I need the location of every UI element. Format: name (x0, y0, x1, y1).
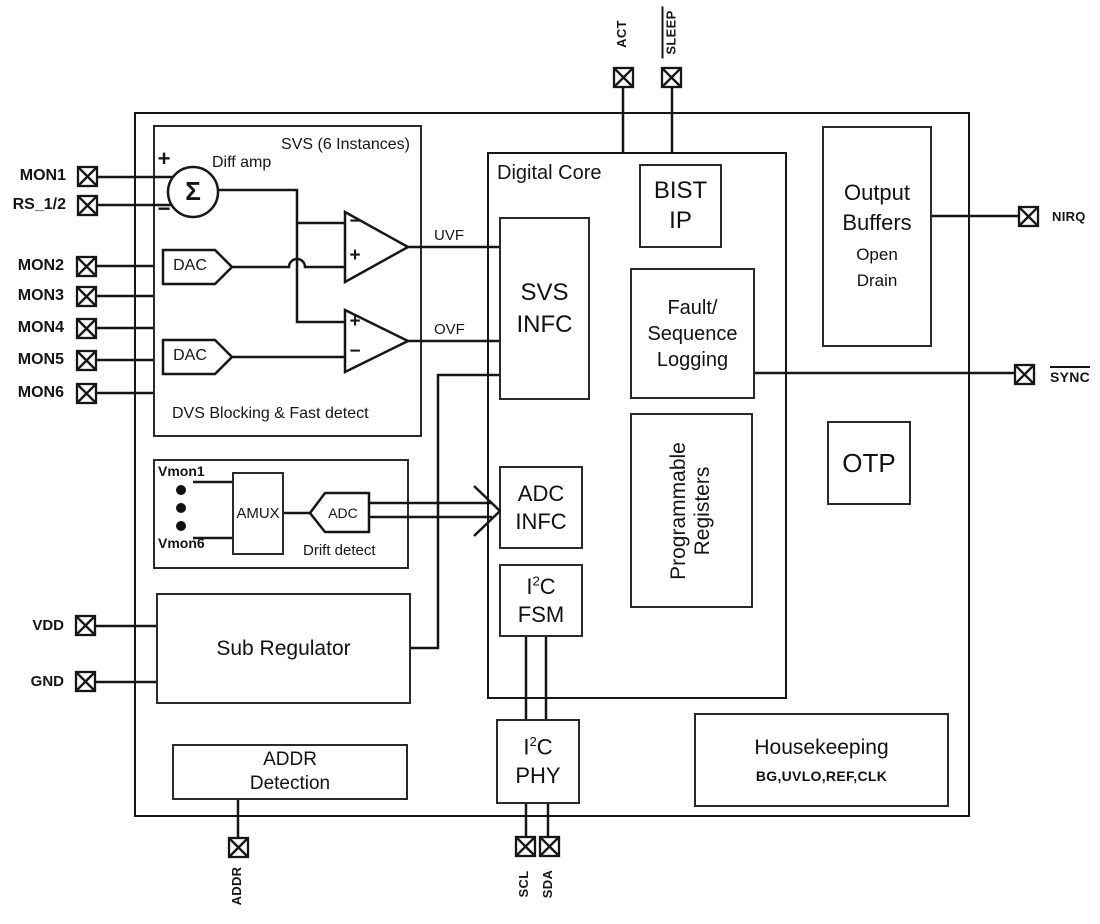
i2c-fsm-c: C (539, 574, 556, 599)
i2c-fsm-block: I2C FSM (499, 564, 583, 637)
addr-detection-label: ADDR Detection (249, 749, 331, 794)
label-vdd: VDD (32, 617, 64, 634)
dvs-blocking-label: DVS Blocking & Fast detect (172, 405, 369, 422)
svs-block (153, 125, 422, 437)
pin-vdd (74, 614, 97, 637)
svs-infc-block: SVS INFC (499, 217, 590, 400)
i2c-phy-i: I (523, 734, 530, 760)
pin-gnd (74, 670, 97, 693)
label-mon6: MON6 (17, 384, 64, 401)
label-addr: ADDR (229, 866, 244, 906)
output-buffers-subtitle: Open Drain (856, 244, 898, 291)
label-mon2: MON2 (17, 257, 64, 274)
sigma-minus-sign: − (157, 196, 171, 221)
output-buffers-block: Output Buffers Open Drain (822, 126, 932, 347)
sub-regulator-block: Sub Regulator (156, 593, 411, 704)
label-gnd: GND (30, 673, 64, 690)
i2c-phy-line2: PHY (515, 762, 561, 788)
i2c-fsm-line2: FSM (517, 601, 565, 627)
pin-rs12 (76, 194, 99, 217)
i2c-fsm-i: I (526, 574, 533, 599)
digital-core-label: Digital Core (497, 162, 602, 184)
i2c-phy-block: I2C PHY (496, 719, 580, 804)
pin-mon2 (75, 255, 98, 278)
comp1-plus-sign: + (349, 245, 361, 266)
adc-infc-label: ADC INFC (515, 481, 567, 534)
i2c-phy-c: C (536, 734, 553, 760)
pin-sda (538, 835, 561, 858)
output-buffers-title: Output Buffers (842, 180, 912, 236)
comp2-plus-sign: + (349, 311, 361, 332)
bist-ip-label: BIST IP (653, 177, 708, 234)
bist-ip-block: BIST IP (639, 164, 722, 248)
fault-sequence-logging-block: Fault/ Sequence Logging (630, 268, 755, 399)
housekeeping-title: Housekeeping (754, 736, 889, 759)
pin-mon5 (75, 349, 98, 372)
amux-block: AMUX (232, 472, 284, 555)
pin-mon4 (75, 317, 98, 340)
pin-mon6 (75, 382, 98, 405)
sub-regulator-label: Sub Regulator (216, 636, 351, 660)
label-mon4: MON4 (17, 319, 64, 336)
label-sda: SDA (540, 869, 555, 899)
fault-sequence-logging-label: Fault/ Sequence Logging (647, 296, 738, 371)
otp-block: OTP (827, 421, 911, 505)
adc-label: ADC (328, 505, 358, 521)
diff-amp-label: Diff amp (212, 154, 272, 171)
uvf-label: UVF (434, 227, 464, 244)
label-nirq: NIRQ (1052, 209, 1086, 224)
svs-block-title: SVS (6 Instances) (281, 136, 410, 153)
programmable-registers-block (630, 413, 753, 608)
pin-mon3 (75, 285, 98, 308)
i2c-fsm-label: I2C FSM (518, 573, 564, 628)
label-scl: SCL (516, 870, 531, 898)
svs-infc-label: SVS INFC (516, 279, 573, 338)
drift-detect-label: Drift detect (303, 542, 376, 559)
dac1-label: DAC (173, 257, 207, 274)
sigma-plus-sign: + (157, 146, 171, 171)
vmon1-label: Vmon1 (158, 463, 205, 479)
pin-act (612, 66, 635, 89)
i2c-phy-label: I2C PHY (515, 733, 560, 791)
pin-nirq (1017, 205, 1040, 228)
pin-mon1 (76, 165, 99, 188)
amux-label: AMUX (236, 504, 280, 522)
vmon6-label: Vmon6 (158, 535, 205, 551)
label-sleep: SLEEP (661, 6, 681, 59)
sigma-symbol: Σ (185, 176, 201, 206)
pin-addr (227, 836, 250, 859)
i2c-phy-sup: 2 (529, 733, 537, 749)
label-act: ACT (614, 20, 629, 48)
housekeeping-subtitle: BG,UVLO,REF,CLK (755, 768, 888, 784)
pin-sync (1013, 363, 1036, 386)
housekeeping-block: Housekeeping BG,UVLO,REF,CLK (694, 713, 949, 807)
label-sync: SYNC (1050, 366, 1091, 385)
pin-sleep (660, 66, 683, 89)
comp1-minus-sign: − (349, 211, 361, 232)
addr-detection-block: ADDR Detection (172, 744, 408, 800)
label-mon3: MON3 (17, 287, 64, 304)
label-mon1: MON1 (19, 167, 66, 184)
comp2-minus-sign: − (349, 341, 361, 362)
adc-infc-block: ADC INFC (499, 466, 583, 549)
i2c-fsm-sup: 2 (532, 573, 540, 589)
programmable-registers-label: Programmable Registers (667, 442, 715, 580)
otp-label: OTP (842, 447, 896, 478)
pin-scl (514, 835, 537, 858)
dac2-label: DAC (173, 347, 207, 364)
label-mon5: MON5 (17, 351, 64, 368)
label-rs12: RS_1/2 (12, 196, 66, 213)
ovf-label: OVF (434, 321, 465, 338)
